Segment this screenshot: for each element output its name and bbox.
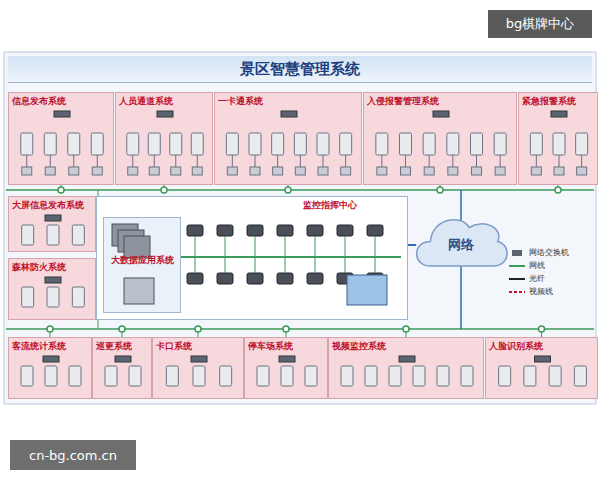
device-symbols: [105, 356, 141, 386]
device-icons: [215, 93, 363, 186]
legend-sample: [508, 275, 526, 283]
legend-text: 光纤: [529, 273, 545, 284]
network-cloud: 网络: [410, 210, 512, 280]
center-box: 大数据应用系统: [103, 217, 181, 313]
legend-text: 网络交换机: [529, 247, 569, 258]
node-heading: 紧急报警系统: [519, 93, 597, 110]
node-heading: 人脸识别系统: [486, 338, 597, 355]
device-icons: [364, 93, 518, 186]
node-heading: 大屏信息发布系统: [9, 197, 95, 214]
watermark-box: cn-bg.com.cn: [10, 440, 136, 470]
legend-row: 视频线: [508, 285, 592, 298]
node-heading: 一卡通系统: [215, 93, 361, 110]
device-symbols: [341, 356, 473, 386]
device-symbols: [226, 111, 351, 175]
legend-sample: [508, 249, 526, 257]
device-symbols: [530, 111, 587, 175]
subsystem-panel: 停车场系统: [244, 337, 328, 399]
node-heading: 信息发布系统: [9, 93, 113, 110]
subsystem-panel: 人员通道系统: [115, 92, 213, 185]
legend-sample: [508, 262, 526, 270]
diagram-title: 景区智慧管理系统: [240, 60, 360, 78]
node-heading: 森林防火系统: [9, 259, 95, 276]
legend-row: 光纤: [508, 272, 592, 285]
watermark-text: bg棋牌中心: [506, 15, 575, 33]
device-symbols: [181, 225, 401, 305]
node-heading: 停车场系统: [245, 338, 327, 355]
subsystem-panel: 卡口系统: [152, 337, 244, 399]
connector-group: [408, 245, 416, 246]
subsystem-panel: 视频监控系统: [328, 337, 484, 399]
subsystem-panel: 人脸识别系统: [485, 337, 598, 399]
node-heading: 客流统计系统: [9, 338, 91, 355]
legend-row: 网线: [508, 259, 592, 272]
node-heading: 人员通道系统: [116, 93, 212, 110]
bus-lines: [6, 185, 594, 337]
device-symbols: [22, 215, 85, 245]
subsystem-panel: 大屏信息发布系统: [8, 196, 96, 252]
node-heading: 监控指挥中心: [97, 197, 407, 214]
node-heading: 巡更系统: [93, 338, 151, 355]
node-heading: 视频监控系统: [329, 338, 483, 355]
subsystem-panel: 入侵报警管理系统: [363, 92, 517, 185]
device-symbols: [127, 111, 204, 175]
subsystem-panel: 紧急报警系统: [518, 92, 598, 185]
device-icons: [519, 93, 599, 186]
legend: 网络交换机网线光纤视频线: [508, 246, 592, 298]
device-symbols: [376, 111, 506, 175]
device-symbols: [499, 356, 587, 386]
subsystem-panel: 信息发布系统: [8, 92, 114, 185]
node-heading: 网络: [410, 210, 512, 280]
device-symbols: [166, 356, 231, 386]
watermark-text: cn-bg.com.cn: [29, 448, 117, 463]
device-symbols: [21, 111, 104, 175]
watermark-box: bg棋牌中心: [488, 10, 592, 38]
legend-text: 视频线: [529, 286, 553, 297]
device-symbols: [22, 277, 85, 307]
network-link: [408, 244, 416, 246]
device-symbols: [21, 356, 81, 386]
center-box: 监控指挥中心大数据应用系统: [96, 196, 408, 320]
node-heading: 入侵报警管理系统: [364, 93, 516, 110]
legend-sample: [508, 288, 526, 296]
subsystem-panel: 一卡通系统: [214, 92, 362, 185]
legend-row: 网络交换机: [508, 246, 592, 259]
device-icons: [104, 218, 182, 314]
device-icons: [9, 93, 115, 186]
legend-text: 网线: [529, 260, 545, 271]
subsystem-panel: 客流统计系统: [8, 337, 92, 399]
device-icons: [116, 93, 214, 186]
node-heading: 卡口系统: [153, 338, 243, 355]
subsystem-panel: 巡更系统: [92, 337, 152, 399]
title-band: 景区智慧管理系统: [8, 56, 592, 83]
node-heading: 大数据应用系统: [104, 218, 180, 269]
subsystem-panel: 森林防火系统: [8, 258, 96, 320]
device-symbols: [257, 356, 317, 386]
